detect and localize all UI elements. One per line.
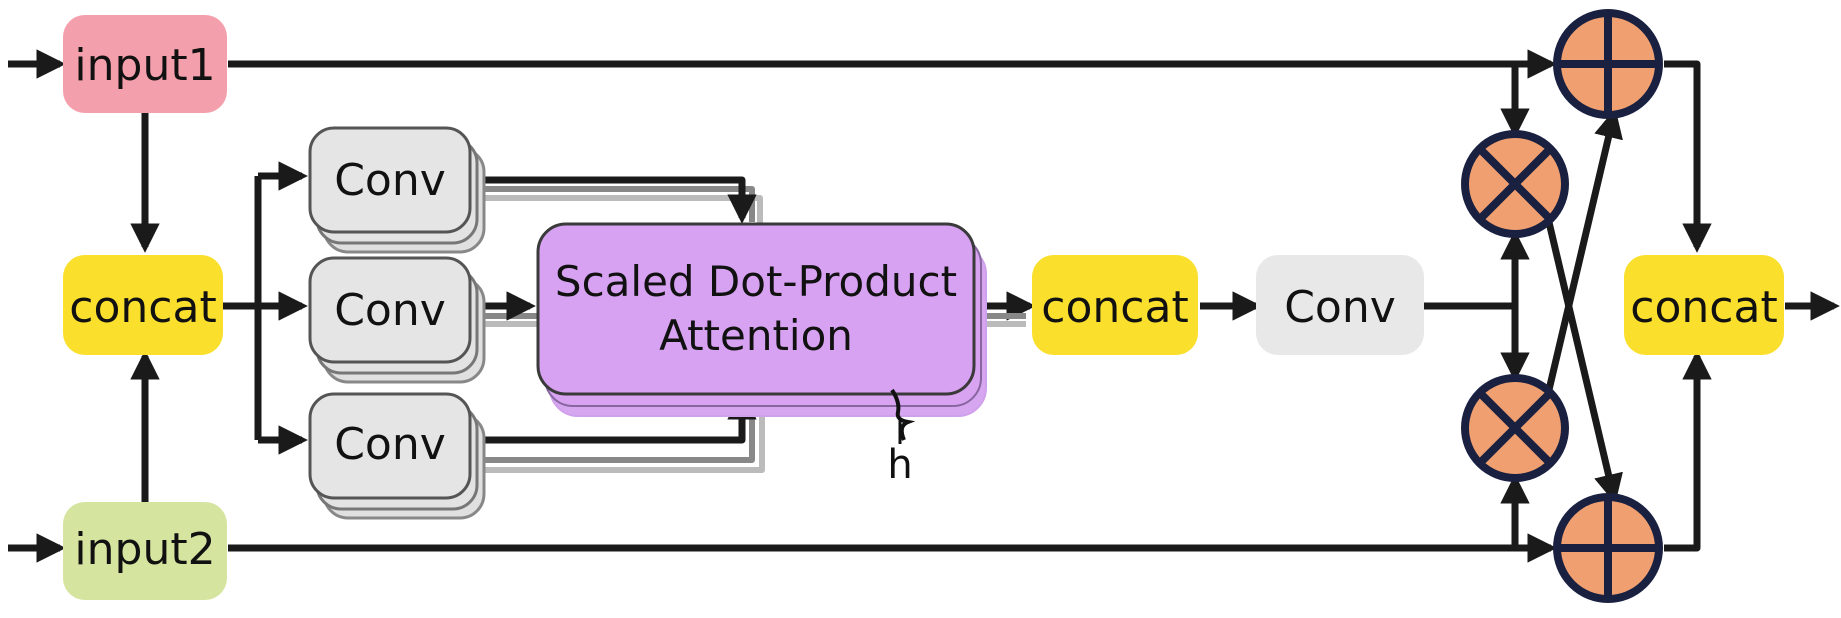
circle-times-icon bbox=[1477, 146, 1553, 222]
circle-plus-icon bbox=[1557, 497, 1659, 599]
head-count-label: h bbox=[887, 442, 912, 488]
input1-node: input1 bbox=[63, 15, 227, 113]
head-count-annotation: h bbox=[887, 388, 916, 488]
concat-left-node: concat bbox=[63, 255, 223, 355]
concat-right-label: concat bbox=[1630, 282, 1777, 333]
conv-v-label: Conv bbox=[334, 419, 446, 470]
add-top-operator bbox=[1553, 9, 1663, 119]
conv-v-stack: Conv bbox=[308, 392, 486, 520]
input2-node: input2 bbox=[63, 502, 227, 600]
attention-label-line2: Attention bbox=[659, 311, 853, 360]
conv-to-attention-connectors bbox=[478, 176, 1026, 473]
conv-out-label: Conv bbox=[1284, 282, 1396, 333]
concat-mid-node: concat bbox=[1032, 255, 1198, 355]
conv-k-label: Conv bbox=[334, 285, 446, 336]
circle-times-icon bbox=[1477, 390, 1553, 466]
conv-v-box bbox=[308, 392, 472, 500]
input1-label: input1 bbox=[74, 40, 215, 91]
input2-label: input2 bbox=[74, 524, 215, 575]
add-bottom-operator bbox=[1553, 493, 1663, 603]
conv-k-box bbox=[308, 256, 472, 364]
head-brace-icon bbox=[890, 388, 916, 441]
conv-out-node: Conv bbox=[1256, 255, 1424, 355]
multiply-bottom-to-add-top-arrow bbox=[1544, 108, 1623, 395]
multiply-bottom-operator bbox=[1461, 374, 1569, 482]
attention-stack: Scaled Dot-Product Attention bbox=[536, 222, 987, 417]
conv-q-to-attention-arrow bbox=[478, 176, 757, 224]
concat-mid-label: concat bbox=[1041, 282, 1188, 333]
add-bottom-to-concat-arrow bbox=[1664, 350, 1712, 552]
attention-label-line1: Scaled Dot-Product bbox=[555, 257, 957, 306]
conv-q-box bbox=[308, 126, 472, 234]
multiply-top-to-add-bottom-arrow bbox=[1544, 217, 1623, 504]
conv-q-stack: Conv bbox=[308, 126, 486, 254]
circle-plus-icon bbox=[1557, 13, 1659, 115]
conv-q-label: Conv bbox=[334, 155, 446, 206]
concat-right-node: concat bbox=[1624, 255, 1784, 355]
conv-k-stack: Conv bbox=[308, 256, 486, 384]
attention-box bbox=[536, 222, 976, 396]
multiply-top-operator bbox=[1461, 130, 1569, 238]
concat-left-label: concat bbox=[69, 282, 216, 333]
add-top-to-concat-arrow bbox=[1664, 60, 1712, 253]
connectors bbox=[8, 49, 1840, 563]
